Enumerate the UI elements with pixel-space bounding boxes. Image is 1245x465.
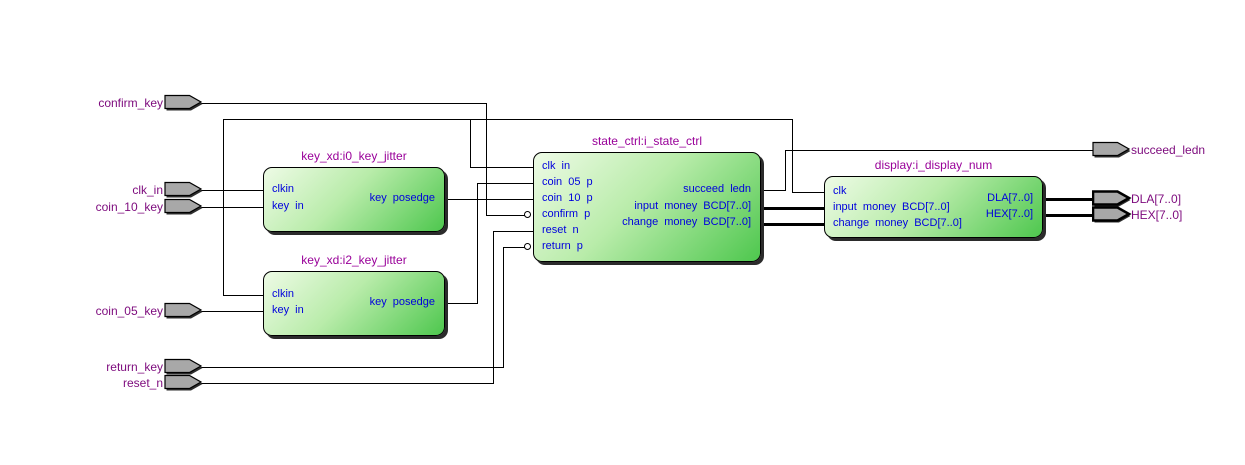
wire-confirm-key[interactable] [486,215,525,216]
module-title-i0-key-jitter: key_xd:i0_key_jitter [301,149,407,163]
module-title-i2-key-jitter: key_xd:i2_key_jitter [301,253,407,267]
module-title-state-ctrl: state_ctrl:i_state_ctrl [591,134,703,148]
input-pin-coin-05-key[interactable] [164,302,204,320]
wire-return-key[interactable] [503,247,504,368]
wire-i2-key-posedge[interactable] [477,183,534,184]
bus-wire-change-money-bus[interactable] [761,223,827,226]
input-pin-return-key[interactable] [164,358,204,376]
wire-confirm-key[interactable] [201,103,487,104]
port-key-in: key in [272,304,304,316]
pin-arrow-icon [1092,190,1132,206]
wire-clk-in-to-state-ctrl[interactable] [470,119,471,168]
output-pin-hex-7-0[interactable] [1092,206,1132,224]
wire-coin-10-key[interactable] [201,207,264,208]
module-title-display-num: display:i_display_num [874,158,993,172]
module-i2-key-jitter[interactable] [263,271,445,336]
port-succeed-ledn: succeed ledn [683,183,751,195]
pin-label-coin-05-key: coin_05_key [95,304,163,318]
port-clkin: clkin [272,288,295,300]
pin-label-hex-7-0: HEX[7..0] [1131,208,1183,222]
pin-label-dla-7-0: DLA[7..0] [1131,192,1182,206]
port-clk: clk [833,185,847,197]
wire-reset-n[interactable] [493,231,494,384]
port-reset-n: reset n [542,224,579,236]
input-pin-clk-in[interactable] [164,181,204,199]
input-pin-confirm-key[interactable] [164,94,204,112]
wire-clk-in-riser[interactable] [223,119,793,120]
pin-arrow-icon [164,374,203,390]
port-dla-7-0: DLA[7..0] [987,192,1033,204]
port-hex-7-0: HEX[7..0] [985,208,1033,220]
invert-bubble-confirm-p [524,211,531,218]
port-key-in: key in [272,200,304,212]
port-key-posedge: key posedge [369,296,435,308]
wire-clk-in-to-i2[interactable] [223,295,264,296]
wire-clk-in-to-i0[interactable] [201,190,264,191]
pin-label-return-key: return_key [106,360,163,374]
pin-label-reset-n: reset_n [122,376,163,390]
wire-i2-key-posedge[interactable] [477,183,478,304]
input-pin-reset-n[interactable] [164,374,204,392]
pin-label-confirm-key: confirm_key [98,96,163,110]
bus-wire-input-money-bus[interactable] [761,207,827,210]
wire-succeed-ledn[interactable] [761,190,786,191]
port-coin-05-p: coin 05 p [542,176,593,188]
input-pin-coin-10-key[interactable] [164,198,204,216]
module-state-ctrl[interactable] [533,152,761,262]
pin-arrow-icon [164,302,203,318]
port-return-p: return p [542,240,583,252]
module-display-num[interactable] [824,176,1043,238]
wire-i2-key-posedge[interactable] [445,303,478,304]
port-clk-in: clk in [542,160,571,172]
wire-clk-in-riser[interactable] [792,119,793,193]
port-clkin: clkin [272,183,295,195]
bus-wire-dla-bus[interactable] [1043,198,1096,201]
wire-clk-in-to-state-ctrl[interactable] [470,167,534,168]
wire-clk-in-riser[interactable] [792,192,825,193]
port-confirm-p: confirm p [542,208,591,220]
pin-arrow-icon [1092,141,1131,157]
wire-reset-n[interactable] [493,231,534,232]
wire-return-key[interactable] [201,367,504,368]
bus-wire-hex-bus[interactable] [1043,214,1096,217]
wire-reset-n[interactable] [201,383,494,384]
pin-label-clk-in: clk_in [132,183,163,197]
port-input-money-bcd-7-0: input money BCD[7..0] [634,200,751,212]
wire-succeed-ledn[interactable] [785,150,1094,151]
wire-i0-key-posedge[interactable] [445,199,534,200]
output-pin-succeed-ledn[interactable] [1092,141,1132,159]
wire-succeed-ledn[interactable] [785,150,786,191]
pin-arrow-icon [164,198,203,214]
port-coin-10-p: coin 10 p [542,192,593,204]
pin-label-coin-10-key: coin_10_key [95,200,163,214]
output-pin-dla-7-0[interactable] [1092,190,1132,208]
pin-arrow-icon [164,94,203,110]
wire-confirm-key[interactable] [486,103,487,216]
wire-return-key[interactable] [503,247,525,248]
wire-coin-05-key[interactable] [201,311,264,312]
pin-arrow-icon [164,358,203,374]
module-i0-key-jitter[interactable] [263,167,445,232]
port-change-money-bcd-7-0: change money BCD[7..0] [833,217,962,229]
pin-arrow-icon [1092,206,1132,222]
pin-label-succeed-ledn: succeed_ledn [1131,143,1206,157]
port-key-posedge: key posedge [369,192,435,204]
port-change-money-bcd-7-0: change money BCD[7..0] [622,216,751,228]
port-input-money-bcd-7-0: input money BCD[7..0] [833,201,950,213]
pin-arrow-icon [164,181,203,197]
invert-bubble-return-p [524,243,531,250]
